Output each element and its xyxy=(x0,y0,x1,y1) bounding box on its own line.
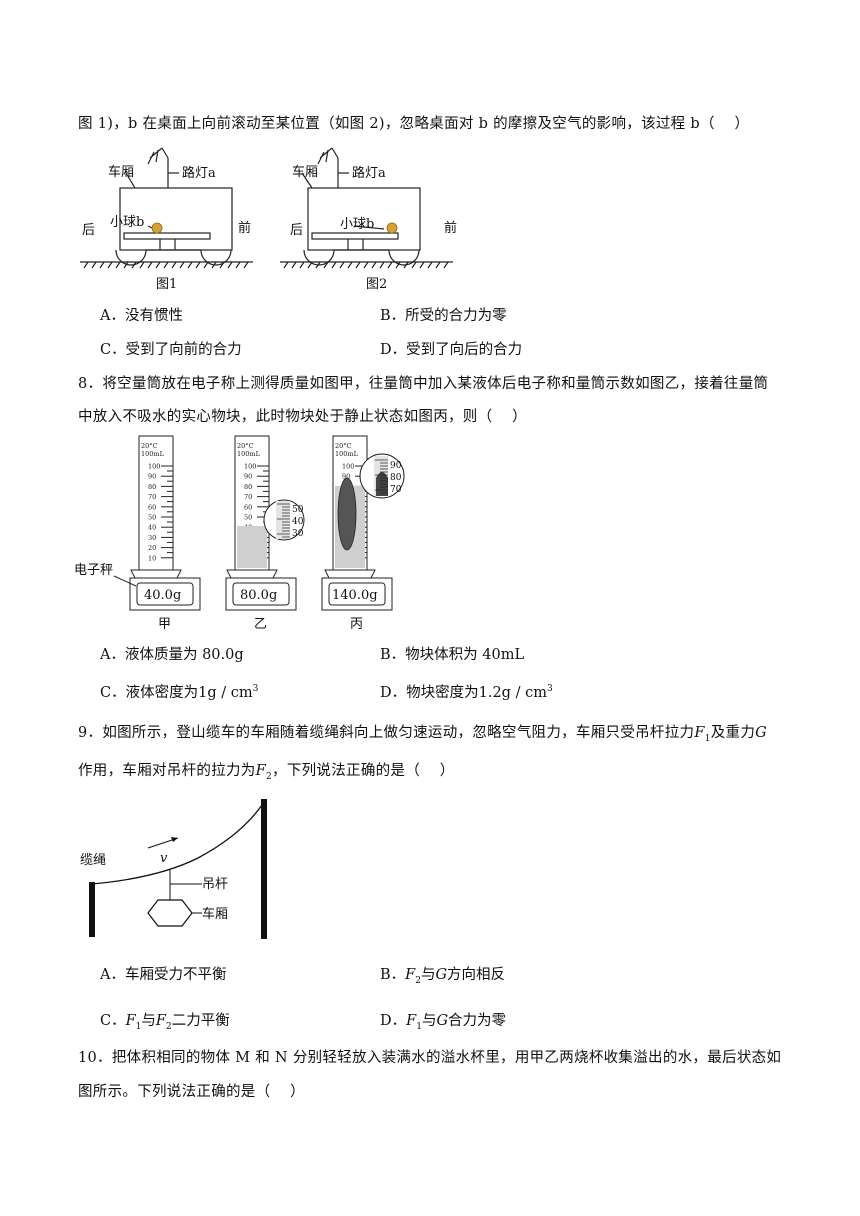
q7-fig1-carriage-label: 车厢 xyxy=(108,164,134,180)
q9-stem-line2: 作用，车厢对吊杆的拉力为F2，下列说法正确的是（ ） xyxy=(78,763,455,782)
q8-option-c: C．液体密度为1g / cm3 xyxy=(100,684,259,701)
q9-right-pole xyxy=(261,799,267,939)
q8-cyl-tick-label: 90 xyxy=(148,473,156,481)
q7-fig1-ball-label: 小球b xyxy=(110,215,144,230)
q8-cyl-tick-label: 70 xyxy=(148,493,156,501)
q8-cyl-tick-label: 100 xyxy=(342,463,354,471)
q7-option-c: C．受到了向前的合力 xyxy=(100,342,242,358)
q7-fig1-front-label: 前 xyxy=(238,220,251,236)
q7-stem-tail: 图 1)，b 在桌面上向前滚动至某位置（如图 2)，忽略桌面对 b 的摩擦及空气… xyxy=(78,116,750,132)
q8-zoom-c-label: 90 xyxy=(390,461,402,471)
q8-cyl-tick-label: 30 xyxy=(148,534,156,542)
q8-cyl-tick-label: 90 xyxy=(342,473,350,481)
q8-scale-label: 电子秤 xyxy=(74,563,113,578)
q8-cyl-tick-label: 80 xyxy=(244,483,252,491)
q8-cyl-tick-label: 100 xyxy=(244,463,256,471)
q9-cable xyxy=(91,801,265,885)
q9-option-b: B．F2与G方向相反 xyxy=(380,967,506,986)
q8-zoom-b-label: 30 xyxy=(292,529,304,539)
q8-cyl-tick-label: 50 xyxy=(148,514,156,522)
q7-fig1-back-label: 后 xyxy=(82,223,95,238)
q10-stem-line1: 10．把体积相同的物体 M 和 N 分别轻轻放入装满水的溢水杯里，用甲乙两烧杯收… xyxy=(78,1050,782,1066)
q8-reading-c: 140.0g xyxy=(332,588,378,603)
q7-fig1-caption: 图1 xyxy=(156,277,177,292)
q9-option-a: A．车厢受力不平衡 xyxy=(100,967,227,983)
q8-cyl-tick-label: 90 xyxy=(244,473,252,481)
q8-zoom-c-label: 80 xyxy=(390,473,402,483)
q7-fig2-ball-label: 小球b xyxy=(340,217,374,232)
q8-cyl-tick-label: 20 xyxy=(148,544,156,552)
q8-cyl-capacity: 100mL xyxy=(141,450,165,458)
q8-caption-a: 甲 xyxy=(158,617,171,632)
q9-car-label: 车厢 xyxy=(202,906,228,922)
q8-reading-a: 40.0g xyxy=(144,588,181,603)
q8-option-b: B．物块体积为 40mL xyxy=(380,647,525,663)
q8-cyl-tick-label: 10 xyxy=(148,554,156,562)
q7-ball2 xyxy=(386,222,398,234)
q8-cyl-tick-label: 50 xyxy=(244,514,252,522)
q7-fig2-caption: 图2 xyxy=(366,277,387,292)
q8-cyl-tick-label: 40 xyxy=(148,524,156,532)
q7-figure: 车厢 路灯a 小球b 后 前 图1 车厢 路灯a 小球b 后 前 图2 xyxy=(80,147,457,292)
q7-fig2-carriage-label: 车厢 xyxy=(292,164,318,180)
q8-stem-line2: 中放入不吸水的实心物块，此时物块处于静止状态如图丙，则（ ） xyxy=(78,409,527,425)
q8-cyl-tick-label: 80 xyxy=(148,483,156,491)
q8-cyl-temp: 20°C xyxy=(335,442,352,450)
q8-option-a: A．液体质量为 80.0g xyxy=(100,647,244,663)
q8-cyl-capacity: 100mL xyxy=(237,450,261,458)
q7-option-b: B．所受的合力为零 xyxy=(380,308,507,324)
q7-fig1 xyxy=(80,147,253,269)
q8-zoom-b-label: 40 xyxy=(292,517,304,527)
q8-cyl-temp: 20°C xyxy=(237,442,254,450)
q8-caption-c: 丙 xyxy=(350,617,363,632)
q7-fig1-lamp-label: 路灯a xyxy=(182,165,216,181)
q9-option-c: C．F1与F2二力平衡 xyxy=(100,1013,230,1032)
q7-ball1 xyxy=(151,222,163,234)
q7-fig2 xyxy=(280,147,453,269)
q8-caption-b: 乙 xyxy=(254,617,267,632)
q9-option-d: D．F1与G合力为零 xyxy=(380,1013,507,1032)
q7-fig2-back-label: 后 xyxy=(290,223,303,238)
q8-option-d: D．物块密度为1.2g / cm3 xyxy=(380,684,553,701)
q9-left-pole xyxy=(89,882,95,937)
q9-rod-label: 吊杆 xyxy=(202,877,228,892)
q8-cyl-tick-label: 60 xyxy=(148,503,156,511)
q8-liquid-b xyxy=(237,526,267,568)
q8-zoom-b-label: 50 xyxy=(292,505,304,515)
q8-cyl-tick-label: 100 xyxy=(148,463,160,471)
q8-block xyxy=(337,477,357,551)
q8-cyl-tick-label: 60 xyxy=(244,503,252,511)
q7-option-a: A．没有惯性 xyxy=(100,308,183,324)
q7-fig2-front-label: 前 xyxy=(444,220,457,236)
q8-reading-b: 80.0g xyxy=(240,588,277,603)
q9-figure: 缆绳 v 吊杆 车厢 xyxy=(80,799,267,939)
q8-stem-line1: 8．将空量筒放在电子称上测得质量如图甲，往量筒中加入某液体后电子称和量筒示数如图… xyxy=(78,376,769,392)
q8-figure: 20°C100mL10090807060504030201020°C100mL1… xyxy=(74,435,405,632)
q8-cyl-capacity: 100mL xyxy=(335,450,359,458)
q9-velocity-label: v xyxy=(160,851,168,866)
q9-rope-label: 缆绳 xyxy=(80,852,106,868)
q10-stem-line2: 图所示。下列说法正确的是（ ） xyxy=(78,1084,305,1100)
q8-cyl-tick-label: 70 xyxy=(244,493,252,501)
q8-cyl-temp: 20°C xyxy=(141,442,158,450)
q8-zoom-c-label: 70 xyxy=(390,485,402,495)
q7-option-d: D．受到了向后的合力 xyxy=(380,342,523,358)
q9-car xyxy=(147,899,193,927)
q9-stem-line1: 9．如图所示，登山缆车的车厢随着缆绳斜向上做匀速运动，忽略空气阻力，车厢只受吊杆… xyxy=(78,725,768,744)
q7-fig2-lamp-label: 路灯a xyxy=(352,165,386,181)
